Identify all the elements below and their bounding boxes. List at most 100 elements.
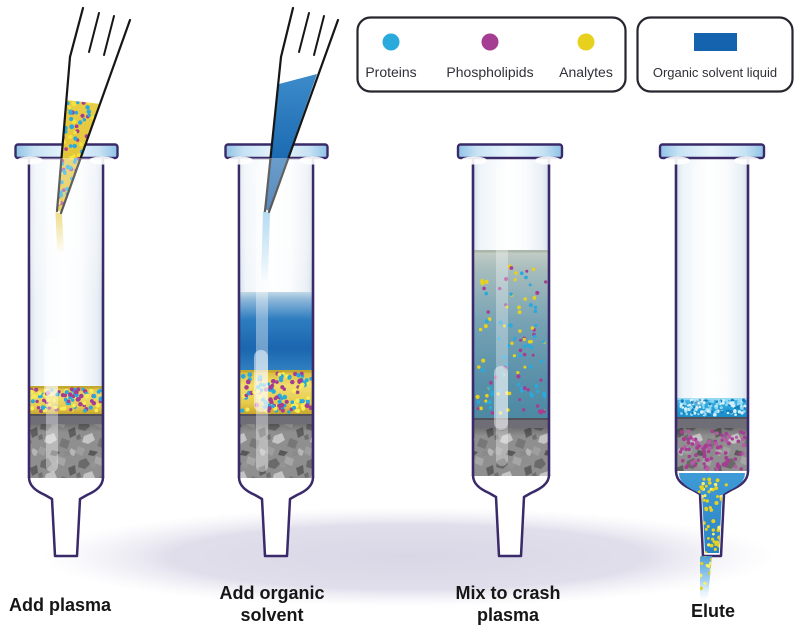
column-walls — [237, 158, 315, 478]
flange-shine — [734, 156, 760, 165]
column-flange — [658, 143, 766, 160]
frit-band — [30, 414, 102, 424]
particle-dot — [73, 136, 78, 141]
particle-dot — [275, 380, 279, 384]
particle-dot — [709, 404, 713, 408]
particle-dot — [528, 303, 533, 308]
particle-dot — [80, 113, 85, 118]
particle-dot — [724, 584, 729, 589]
glass-highlight-blob — [494, 366, 508, 430]
particle-dot — [526, 343, 531, 348]
particle-dot — [509, 266, 514, 270]
particle-dot — [680, 412, 683, 415]
column-walls — [471, 158, 551, 476]
particle-dot — [498, 411, 503, 415]
particle-dot — [680, 399, 684, 403]
particle-dot — [740, 411, 744, 415]
particle-dot — [70, 398, 75, 402]
particle-dot — [89, 389, 94, 394]
particle-dot — [486, 310, 490, 314]
particle-dot — [701, 447, 706, 452]
particle-dot — [703, 494, 707, 498]
particle-dot — [519, 338, 523, 342]
particle-dot — [291, 388, 297, 393]
particle-dot — [713, 412, 717, 417]
particle-dot — [704, 484, 708, 488]
plasma-particles — [28, 387, 104, 413]
particle-dot — [96, 390, 101, 394]
particle-dot — [32, 394, 37, 399]
mixed-particles — [475, 264, 548, 415]
particle-dot — [533, 334, 537, 339]
particle-dot — [97, 132, 101, 137]
particle-dot — [531, 267, 536, 272]
phospholipid-dot-icon — [481, 33, 499, 51]
column-mix-to-crash-plasma — [456, 143, 564, 558]
particle-dot — [684, 407, 688, 411]
particle-dot — [490, 392, 494, 397]
step-label-add-organic-line1: Add organic — [219, 583, 324, 603]
particle-dot — [71, 119, 77, 124]
particle-dot — [544, 280, 548, 284]
particle-dot — [529, 340, 533, 344]
particle-dot — [707, 446, 712, 451]
particle-dot — [694, 401, 698, 405]
particle-dot — [712, 540, 716, 544]
particle-dot — [503, 324, 507, 328]
particle-dot — [94, 126, 99, 131]
particle-dot — [295, 390, 300, 395]
particle-dot — [482, 286, 486, 291]
protein-dot-icon — [382, 33, 400, 51]
particle-dot — [523, 365, 527, 369]
particle-dot — [487, 317, 492, 322]
particle-dot — [687, 447, 691, 452]
particle-dot — [271, 404, 275, 408]
particle-dot — [539, 378, 543, 382]
particle-dot — [709, 400, 712, 403]
particle-dot — [268, 385, 274, 390]
particle-dot — [525, 269, 529, 273]
particle-dot — [293, 371, 298, 377]
particle-dot — [269, 399, 274, 405]
particle-dot — [295, 398, 300, 404]
particle-dot — [296, 373, 301, 378]
particle-dot — [706, 524, 710, 529]
particle-dot — [730, 437, 734, 441]
particle-dot — [700, 561, 704, 566]
particle-dot — [741, 398, 746, 402]
particle-dot — [484, 399, 488, 403]
particle-dot — [726, 411, 730, 415]
legend-solvent-box — [636, 16, 794, 93]
legend-item-analytes: Analytes — [559, 33, 613, 80]
particle-dot — [717, 466, 721, 470]
particle-dot — [279, 378, 284, 383]
particle-dot — [681, 436, 687, 442]
particle-dot — [74, 110, 79, 115]
legend-item-organic-solvent: Organic solvent liquid — [653, 33, 777, 80]
particle-dot — [69, 116, 74, 122]
particle-dot — [687, 454, 692, 459]
particle-dot — [704, 527, 708, 531]
step-label-add-organic-line2: solvent — [240, 605, 303, 625]
particle-dot — [290, 379, 295, 385]
particle-dot — [477, 365, 481, 369]
particle-dot — [504, 303, 508, 307]
particle-dot — [300, 404, 305, 408]
legend-particles-box — [356, 16, 627, 93]
particle-dot — [741, 451, 745, 456]
legend: Proteins Phospholipids Analytes Organic … — [356, 16, 794, 93]
particle-dot — [519, 389, 524, 393]
particle-dot — [697, 444, 701, 448]
protein-surface-line — [677, 398, 747, 400]
particle-dot — [57, 116, 60, 121]
particle-dot — [69, 387, 74, 392]
particle-dot — [275, 395, 279, 399]
particle-dot — [702, 406, 705, 410]
particle-dot — [66, 399, 71, 404]
particle-dot — [713, 411, 716, 414]
particle-dot — [481, 358, 486, 363]
particle-dot — [701, 482, 705, 486]
particle-dot — [704, 507, 709, 512]
particle-dot — [715, 478, 720, 483]
particle-dot — [689, 436, 693, 440]
